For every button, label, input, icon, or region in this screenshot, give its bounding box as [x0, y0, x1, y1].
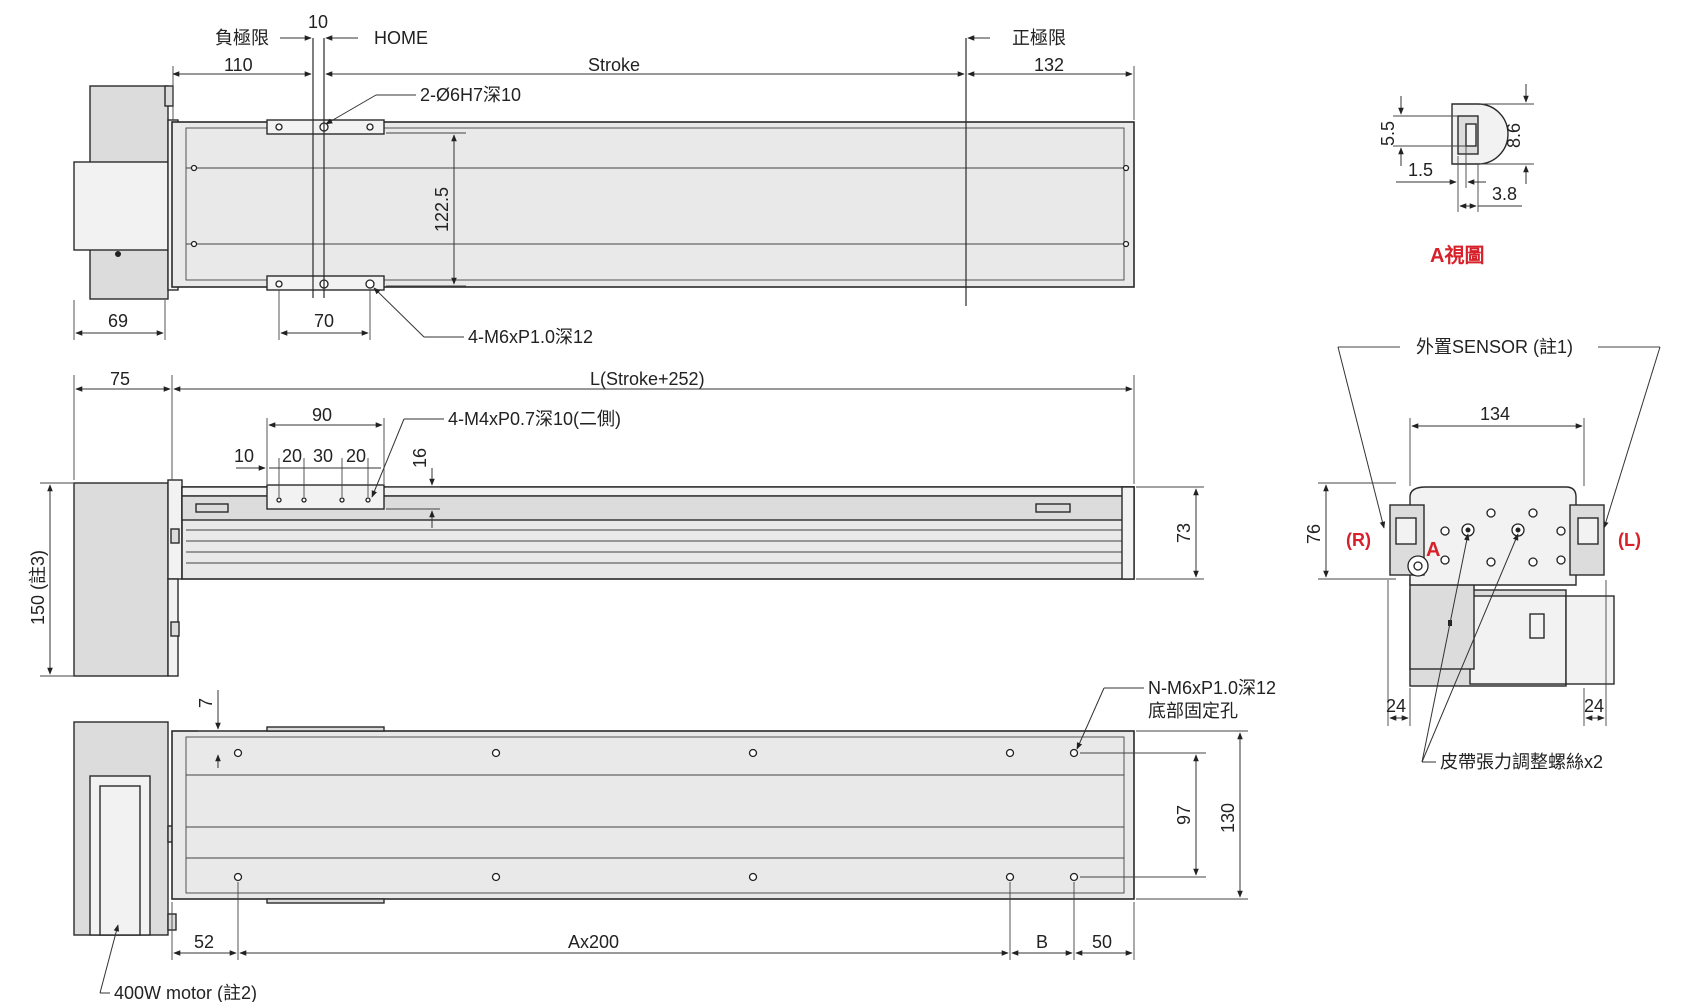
dim-20a: 20 [282, 446, 302, 466]
pin-hole-note: 2-Ø6H7深10 [420, 85, 521, 105]
side-view: 75 L(Stroke+252) 90 10 20 30 20 4-M4xP0.… [28, 369, 1204, 677]
neg-limit-label: 負極限 [215, 28, 269, 48]
dim-24-right: 24 [1584, 696, 1604, 716]
dim-90: 90 [312, 405, 332, 425]
end-view: 外置SENSOR (註1) 134 76 (R) A (L) [1304, 337, 1661, 772]
dim-97: 97 [1174, 805, 1194, 825]
dim-30: 30 [313, 446, 333, 466]
dim-70: 70 [314, 311, 334, 331]
dim-7: 7 [196, 698, 216, 708]
bottom-view: 7 N-M6xP1.0深12 底部固定孔 97 130 52 Ax200 B 5… [73, 678, 1276, 1002]
dim-52: 52 [194, 932, 214, 952]
dim-132: 132 [1034, 55, 1064, 75]
sensor-note: 外置SENSOR (註1) [1416, 337, 1573, 357]
tap-note-m6: 4-M6xP1.0深12 [468, 327, 593, 347]
dim-75: 75 [110, 369, 130, 389]
dim-8-6: 8.6 [1504, 123, 1524, 148]
label-a: A [1426, 539, 1440, 561]
dim-b: B [1036, 932, 1048, 952]
motor-note: 400W motor (註2) [114, 983, 257, 1002]
dim-ax200: Ax200 [568, 932, 619, 952]
pos-limit-label: 正極限 [1012, 28, 1066, 48]
mount-note-2: 底部固定孔 [1148, 701, 1238, 721]
dim-5-5: 5.5 [1378, 121, 1398, 146]
detail-a-title: A視圖 [1430, 243, 1484, 267]
dim-1-5: 1.5 [1408, 160, 1433, 180]
dim-73: 73 [1174, 523, 1194, 543]
dim-total-length: L(Stroke+252) [590, 369, 705, 389]
dim-110: 110 [224, 55, 253, 75]
dim-stroke: Stroke [588, 55, 640, 75]
dim-69: 69 [108, 311, 128, 331]
top-view: 負極限 10 HOME 正極限 110 Stroke 132 2-Ø6H7深10… [73, 12, 1135, 347]
label-r: (R) [1346, 530, 1371, 550]
home-offset-label: 10 [308, 12, 328, 32]
label-l: (L) [1618, 530, 1641, 550]
belt-note: 皮帶張力調整螺絲x2 [1440, 752, 1603, 772]
home-label: HOME [374, 28, 428, 48]
dim-50: 50 [1092, 932, 1112, 952]
dim-10b: 10 [234, 446, 254, 466]
dim-122-5: 122.5 [432, 187, 452, 232]
detail-a-view: 5.5 8.6 1.5 3.8 A視圖 [1378, 84, 1534, 267]
dim-130: 130 [1218, 803, 1238, 833]
dim-16: 16 [410, 448, 430, 468]
tap-note-m4: 4-M4xP0.7深10(二側) [448, 409, 621, 429]
dim-150: 150 (註3) [28, 550, 48, 625]
dim-20b: 20 [346, 446, 366, 466]
dim-24-left: 24 [1386, 696, 1406, 716]
dim-134: 134 [1480, 404, 1510, 424]
dim-76: 76 [1304, 524, 1324, 544]
dim-3-8: 3.8 [1492, 184, 1517, 204]
mount-note-1: N-M6xP1.0深12 [1148, 678, 1276, 698]
